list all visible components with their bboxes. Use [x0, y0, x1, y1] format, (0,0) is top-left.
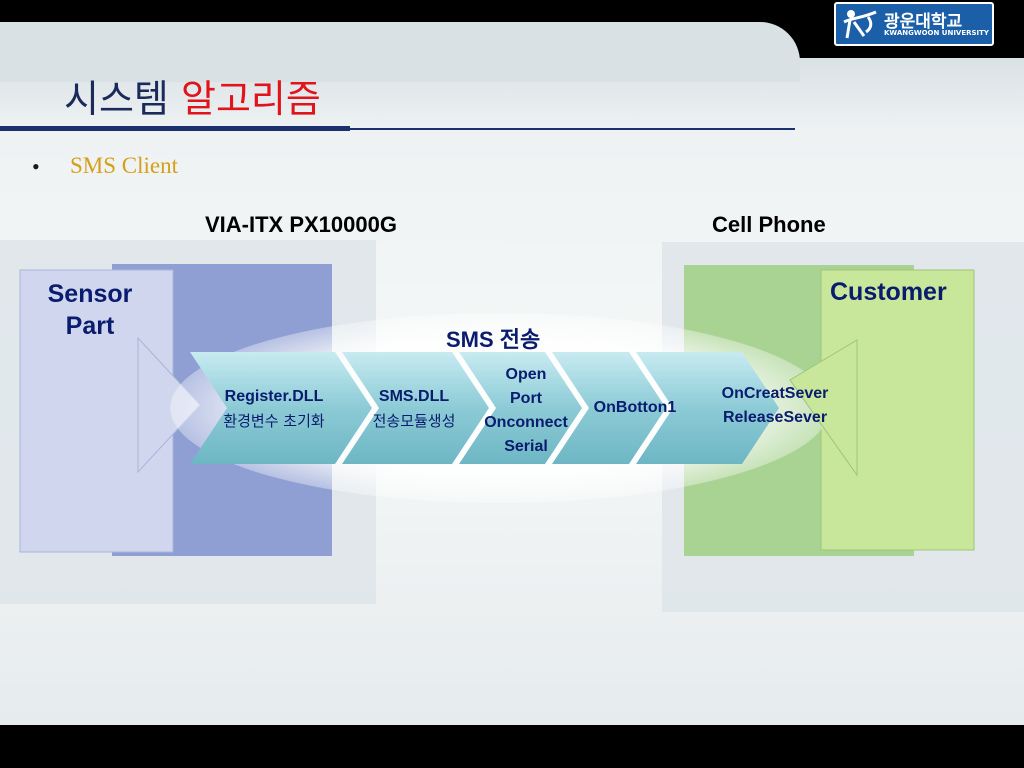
university-emblem-icon [843, 10, 877, 39]
step-3-line-1: Open [505, 366, 547, 383]
sensor-output-arrow [137, 336, 201, 474]
sensor-part-label: Sensor Part [20, 278, 160, 342]
step-3-line-4: Serial [504, 438, 548, 455]
step-5-line-2: ReleaseSever [722, 409, 828, 426]
bullet-marker: • [32, 154, 40, 179]
customer-input-arrow [789, 339, 858, 477]
customer-label: Customer [830, 278, 947, 306]
logo-korean-text: 광운대학교 [884, 12, 963, 32]
university-logo: 광운대학교 KWANGWOON UNIVERSITY [834, 2, 994, 46]
step-5-line-1: OnCreatSever [721, 385, 829, 402]
step-2-line-1: SMS.DLL [378, 388, 450, 405]
bullet-item: SMS Client [70, 153, 179, 178]
step-3-text: Open Port Onconnect Serial [470, 363, 582, 459]
device-left-label: VIA-ITX PX10000G [205, 212, 397, 237]
slide: 광운대학교 KWANGWOON UNIVERSITY 시스템 알고리즘 • SM… [0, 0, 1024, 725]
title-rule-thick [0, 126, 350, 131]
step-1-text: Register.DLL 환경변수 초기화 [198, 385, 350, 433]
flow-diagram [0, 240, 1024, 612]
step-4-line-1: OnBotton1 [593, 399, 677, 416]
title-part-1: 시스템 [64, 77, 169, 121]
step-2-text: SMS.DLL 전송모듈생성 [350, 385, 478, 433]
flow-label: SMS 전송 [446, 327, 541, 352]
step-2-line-2: 전송모듈생성 [372, 412, 456, 430]
step-5-text: OnCreatSever ReleaseSever [700, 382, 850, 430]
step-4-text: OnBotton1 [578, 396, 692, 420]
device-right-label: Cell Phone [712, 212, 826, 237]
step-1-line-2: 환경변수 초기화 [223, 412, 325, 430]
logo-english-text: KWANGWOON UNIVERSITY [884, 29, 989, 37]
flow-step-2 [342, 352, 489, 464]
flow-step-3 [459, 352, 582, 464]
flow-step-4 [552, 352, 666, 464]
flow-step-1 [190, 352, 372, 464]
step-3-line-3: Onconnect [484, 414, 568, 431]
step-3-line-2: Port [510, 390, 542, 407]
title-rule-thin [350, 128, 795, 130]
title-part-2: 알고리즘 [180, 77, 321, 121]
flow-step-5 [636, 352, 779, 464]
header-band-light [0, 22, 800, 82]
sensor-part-line-2: Part [65, 312, 115, 340]
sensor-part-line-1: Sensor [47, 280, 133, 308]
step-1-line-1: Register.DLL [224, 388, 324, 405]
slide-title: 시스템 알고리즘 [64, 68, 321, 123]
